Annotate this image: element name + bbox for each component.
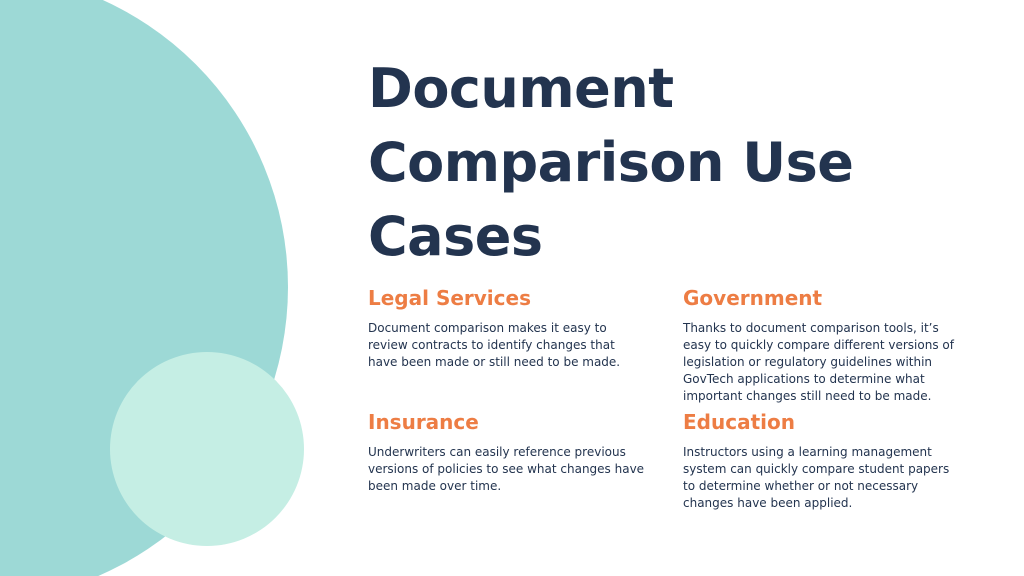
use-case-description: Underwriters can easily reference previo…	[368, 445, 645, 493]
use-case-heading: Education	[683, 410, 795, 434]
use-case-description: Thanks to document comparison tools, it’…	[683, 321, 954, 403]
use-case-heading: Insurance	[368, 410, 479, 434]
decorative-small-circle	[110, 352, 304, 546]
use-case-description: Document comparison makes it easy to rev…	[368, 321, 621, 369]
use-case-description: Instructors using a learning management …	[683, 445, 950, 510]
use-case-heading: Government	[683, 286, 823, 310]
use-case-education: Education Instructors using a learning m…	[683, 408, 963, 512]
use-case-government: Government Thanks to document comparison…	[683, 284, 968, 405]
use-case-legal-services: Legal Services Document comparison makes…	[368, 284, 638, 371]
use-case-insurance: Insurance Underwriters can easily refere…	[368, 408, 653, 495]
slide-title: Document Comparison Use Cases	[368, 57, 854, 268]
use-case-heading: Legal Services	[368, 286, 531, 310]
